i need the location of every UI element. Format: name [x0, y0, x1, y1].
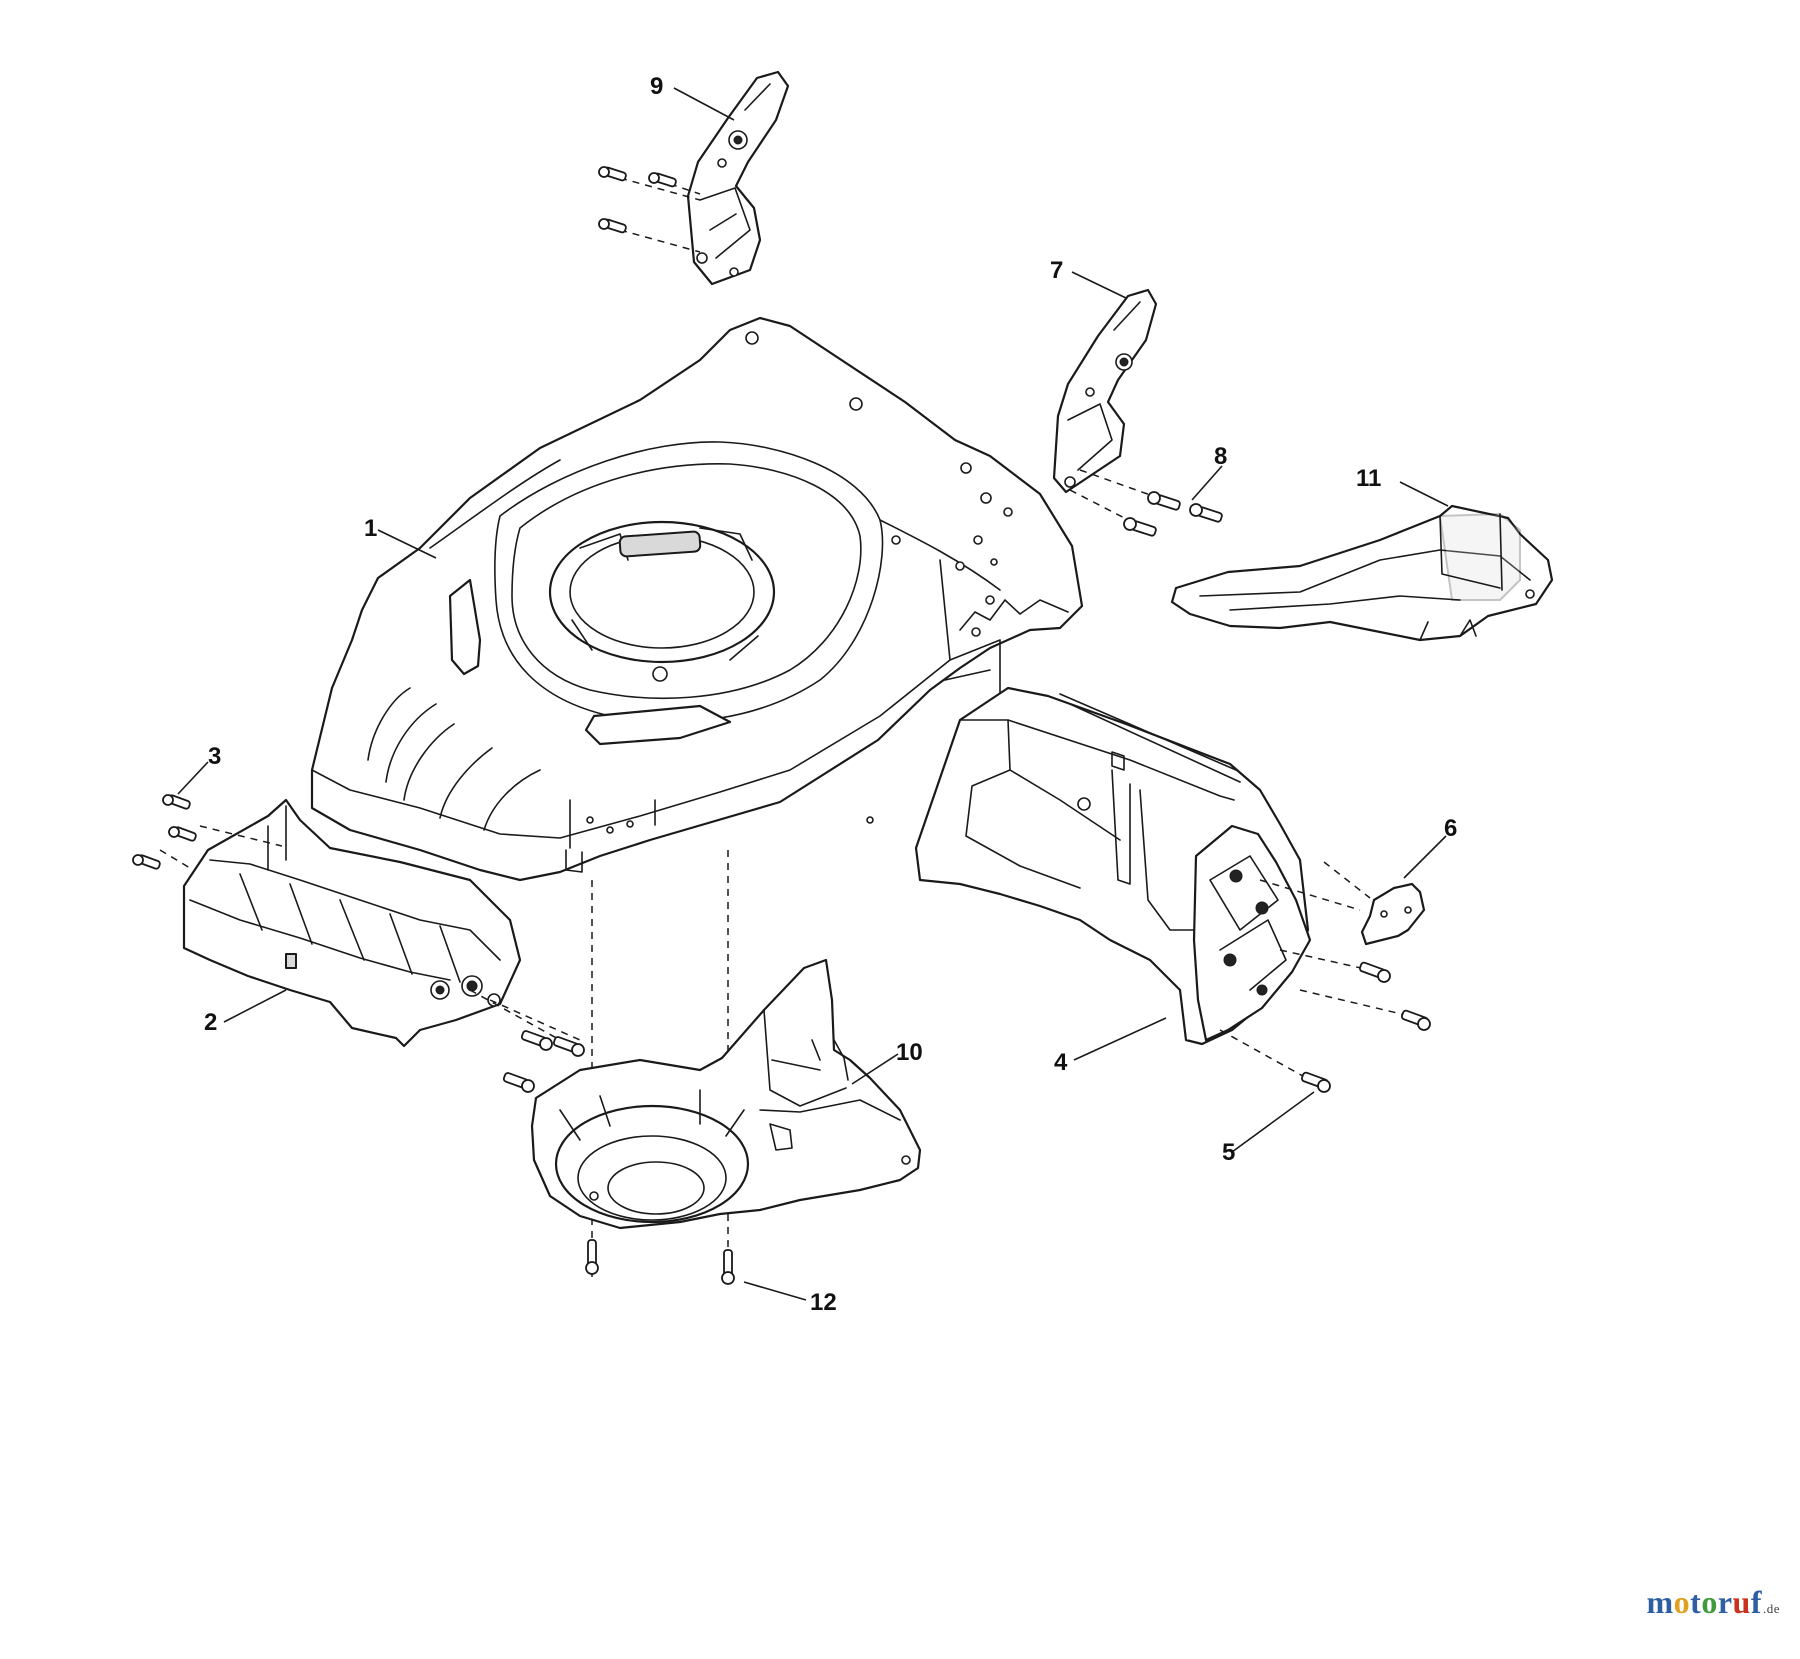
callout-3: 3	[208, 743, 221, 770]
logo-letter: f	[1750, 1584, 1762, 1620]
callout-12: 12	[810, 1289, 837, 1316]
part-5-screw-c	[1301, 1071, 1331, 1093]
part-9-screw-c	[598, 218, 627, 234]
bumper-screw-f	[502, 1072, 535, 1093]
logo-letter: r	[1717, 1584, 1733, 1620]
part-6-latch-plate	[1259, 861, 1426, 946]
callout-2: 2	[204, 1009, 217, 1036]
part-12-screw-a	[585, 1239, 599, 1275]
logo-letter: o	[1701, 1584, 1718, 1620]
callout-9: 9	[650, 73, 663, 100]
part-8-screw-b	[1189, 503, 1223, 523]
logo-suffix: .de	[1762, 1601, 1780, 1616]
part-11-rear-flap	[1170, 504, 1554, 642]
part-9-handle-bracket	[598, 70, 790, 286]
bumper-screw-e	[552, 1036, 585, 1057]
part-1-mower-deck	[310, 316, 1084, 882]
logo-letter: u	[1732, 1584, 1751, 1620]
callout-5: 5	[1222, 1139, 1235, 1166]
callout-8: 8	[1214, 443, 1227, 470]
part-5-screws	[1219, 949, 1431, 1093]
part-2-front-bumper	[132, 794, 585, 1093]
callout-6: 6	[1444, 815, 1457, 842]
callout-7: 7	[1050, 257, 1063, 284]
part-9-screw-b	[648, 172, 677, 188]
part-9-screw-a	[598, 166, 627, 182]
part-3-screw-a	[162, 794, 191, 810]
part-3-screw-c	[132, 854, 161, 870]
part-7-handle-bracket	[1052, 288, 1223, 537]
part-12-screws	[585, 1239, 735, 1285]
callout-1: 1	[364, 515, 377, 542]
part-12-screw-b	[721, 1249, 735, 1285]
callout-11: 11	[1356, 465, 1381, 492]
logo-letter: t	[1690, 1584, 1702, 1620]
bumper-screw-d	[520, 1030, 553, 1051]
motoruf-logo: motoruf.de	[1647, 1584, 1781, 1621]
logo-letter: o	[1673, 1584, 1691, 1620]
part-4-grass-catcher	[914, 686, 1312, 1046]
part-8-screw-a	[1147, 491, 1181, 511]
logo-letter: m	[1646, 1584, 1674, 1620]
part-5-screw-a	[1359, 961, 1391, 983]
part-5-screw-b	[1401, 1009, 1431, 1031]
callout-10: 10	[896, 1039, 923, 1066]
part-8-screw-c	[1123, 517, 1157, 537]
part-3-screw-b	[168, 826, 197, 842]
callout-4: 4	[1054, 1049, 1068, 1076]
part-10-discharge-chute	[530, 958, 922, 1230]
